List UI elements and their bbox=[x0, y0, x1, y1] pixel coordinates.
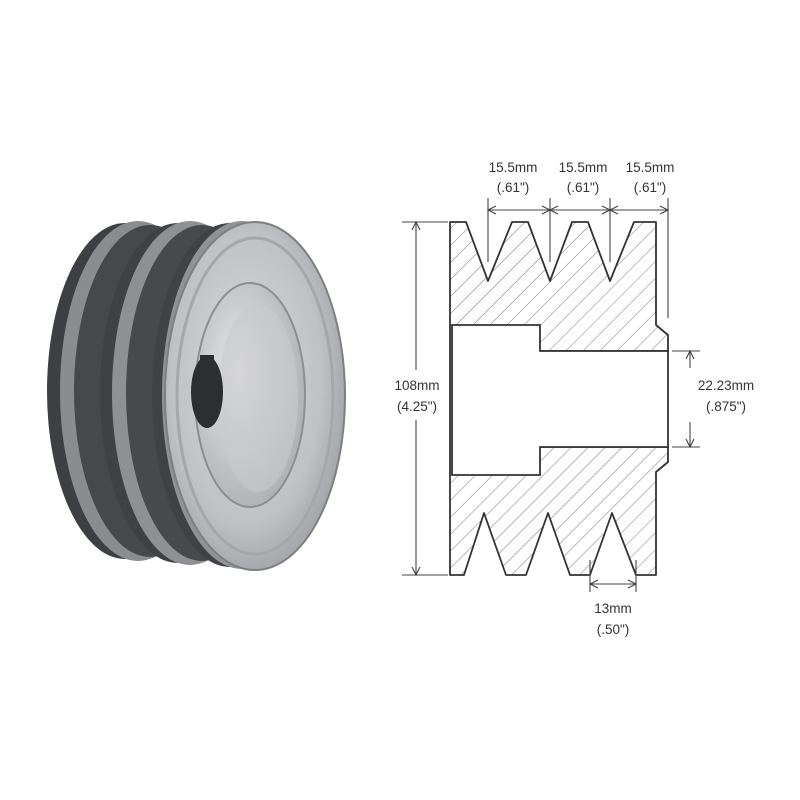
groove-pitch-1-metric: 15.5mm bbox=[489, 160, 538, 175]
pulley-photo bbox=[47, 221, 346, 571]
outer-diameter-metric: 108mm bbox=[394, 378, 439, 393]
groove-width-imperial: (.50") bbox=[597, 622, 630, 637]
bore-diameter-imperial: (.875") bbox=[706, 399, 746, 414]
cross-section-drawing bbox=[449, 221, 669, 576]
bore-hole bbox=[191, 355, 223, 428]
groove-pitch-1-imperial: (.61") bbox=[497, 180, 530, 195]
groove-pitch-2-metric: 15.5mm bbox=[559, 160, 608, 175]
groove-pitch-2-imperial: (.61") bbox=[567, 180, 600, 195]
groove-pitch-3-imperial: (.61") bbox=[634, 180, 667, 195]
section-cavity bbox=[451, 324, 669, 476]
bore-diameter-metric: 22.23mm bbox=[698, 378, 754, 393]
groove-width-metric: 13mm bbox=[594, 601, 632, 616]
dimension-labels: 15.5mm (.61") 15.5mm (.61") 15.5mm (.61"… bbox=[394, 160, 754, 637]
outer-diameter-imperial: (4.25") bbox=[397, 399, 437, 414]
dimension-lines bbox=[402, 198, 700, 592]
groove-pitch-3-metric: 15.5mm bbox=[626, 160, 675, 175]
